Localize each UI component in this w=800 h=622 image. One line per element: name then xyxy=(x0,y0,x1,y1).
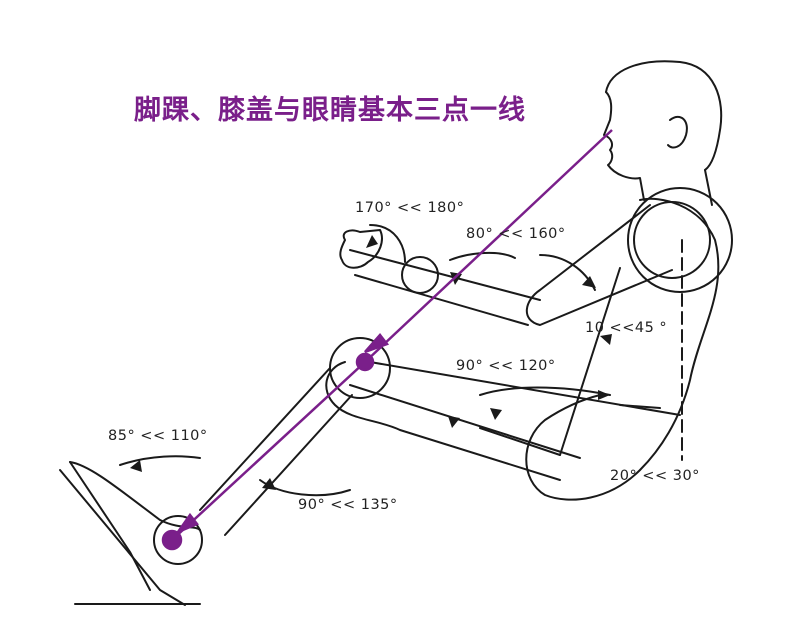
angle-label-shoulder: 10 <<45 ° xyxy=(585,320,668,336)
angle-label-backrest: 20° << 30° xyxy=(610,468,700,484)
alignment-line xyxy=(161,129,613,551)
angle-label-knee: 90° << 135° xyxy=(298,497,398,513)
angle-label-ankle: 85° << 110° xyxy=(108,428,208,444)
angle-label-hip: 90° << 120° xyxy=(456,358,556,374)
angle-label-elbow: 80° << 160° xyxy=(466,226,566,242)
ankle-arrow-icon xyxy=(174,512,199,535)
knee-point-marker xyxy=(355,352,375,372)
head-outline xyxy=(605,60,723,171)
angle-label-wrist: 170° << 180° xyxy=(355,200,465,216)
diagram-title: 脚踝、膝盖与眼睛基本三点一线 xyxy=(134,95,526,126)
ankle-point-marker xyxy=(161,529,183,551)
knee-arrow-icon xyxy=(364,333,390,354)
